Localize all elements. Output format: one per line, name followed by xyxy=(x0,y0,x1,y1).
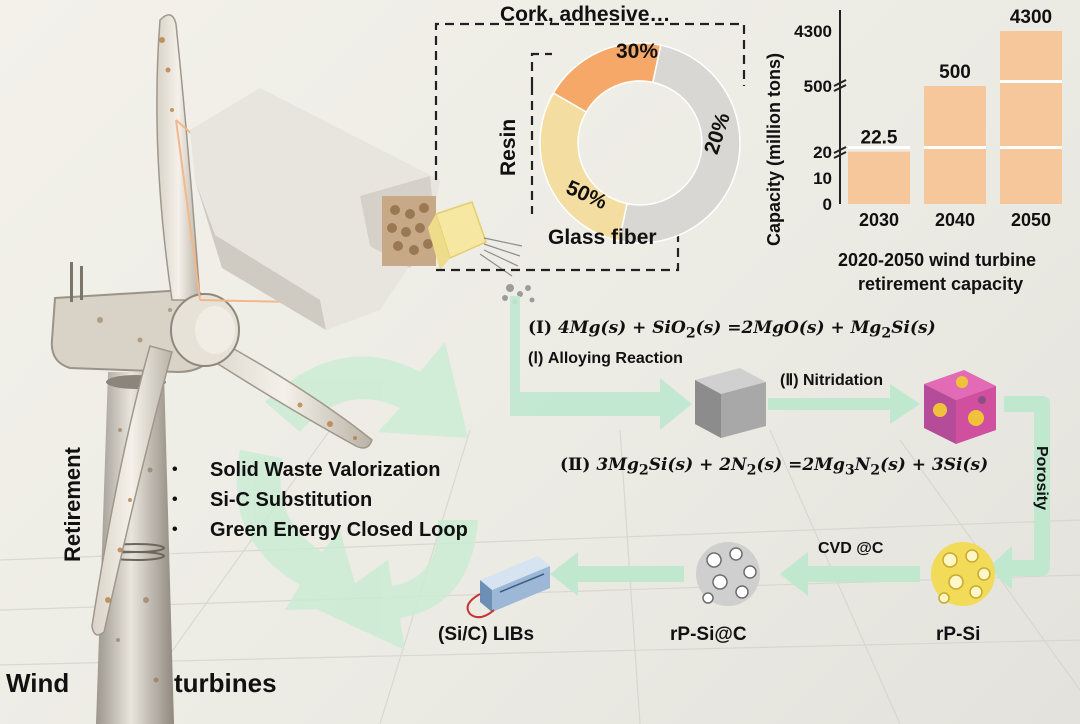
reaction-1-caption: (Ⅰ) Alloying Reaction xyxy=(528,350,683,367)
bar-2040 xyxy=(924,86,986,204)
bullet-item: Green Energy Closed Loop xyxy=(172,515,468,545)
label-cork-adhesive: Cork, adhesive… xyxy=(500,3,671,26)
donut-segment-2 xyxy=(618,44,741,244)
reaction-2-caption: (Ⅱ) Nitridation xyxy=(780,372,883,389)
bar-break-band xyxy=(1000,146,1062,149)
bar-2050 xyxy=(1000,31,1062,204)
x-tick-label: 2030 xyxy=(859,210,899,230)
bar-chart-caption-line1: 2020-2050 wind turbine xyxy=(838,250,1037,270)
bar-break-band xyxy=(924,146,986,149)
bar-value-label: 22.5 xyxy=(861,128,898,149)
label-rp-si: rP-Si xyxy=(936,624,981,645)
label-wind: Wind xyxy=(6,668,70,698)
y-tick-label: 500 xyxy=(804,77,832,96)
x-tick-label: 2040 xyxy=(935,210,975,230)
donut-segment-0 xyxy=(539,91,628,242)
axis-break-mark xyxy=(833,79,847,92)
reaction-equation-2: (Ⅱ) 3Mg2Si(s) + 2N2(s) =2Mg3N2(s) + 3Si(… xyxy=(560,455,989,479)
label-turbines: turbines xyxy=(174,668,277,698)
mg2si-cube xyxy=(695,368,766,438)
label-glass-fiber: Glass fiber xyxy=(548,226,657,249)
y-tick-label: 0 xyxy=(823,195,832,214)
x-tick-label: 2050 xyxy=(1011,210,1051,230)
label-rp-si-c: rP-Si@C xyxy=(670,624,747,645)
y-tick-label: 4300 xyxy=(794,22,832,41)
label-retirement: Retirement xyxy=(60,447,85,562)
bar-2030 xyxy=(848,151,910,204)
bar-value-label: 500 xyxy=(939,62,971,83)
label-si-c-libs: (Si/C) LIBs xyxy=(438,624,535,645)
bar-break-band xyxy=(1000,80,1062,83)
bullet-item: Solid Waste Valorization xyxy=(172,455,468,485)
bar-value-label: 4300 xyxy=(1010,7,1052,28)
reaction-equation-1: (Ⅰ) 4Mg(s) + SiO2(s) =2MgO(s) + Mg2Si(s) xyxy=(528,318,936,342)
axis-break-mark xyxy=(833,146,847,159)
label-porosity: Porosity xyxy=(1033,446,1050,511)
y-tick-label: 20 xyxy=(813,143,832,162)
bar-break-band xyxy=(848,146,910,149)
bar-chart-caption-line2: retirement capacity xyxy=(858,274,1024,294)
y-tick-label: 10 xyxy=(813,169,832,188)
label-cvd: CVD @C xyxy=(818,540,884,557)
donut-label-30: 30% xyxy=(616,40,659,63)
key-points-list: Solid Waste Valorization Si-C Substituti… xyxy=(172,455,468,545)
bullet-item: Si-C Substitution xyxy=(172,485,468,515)
